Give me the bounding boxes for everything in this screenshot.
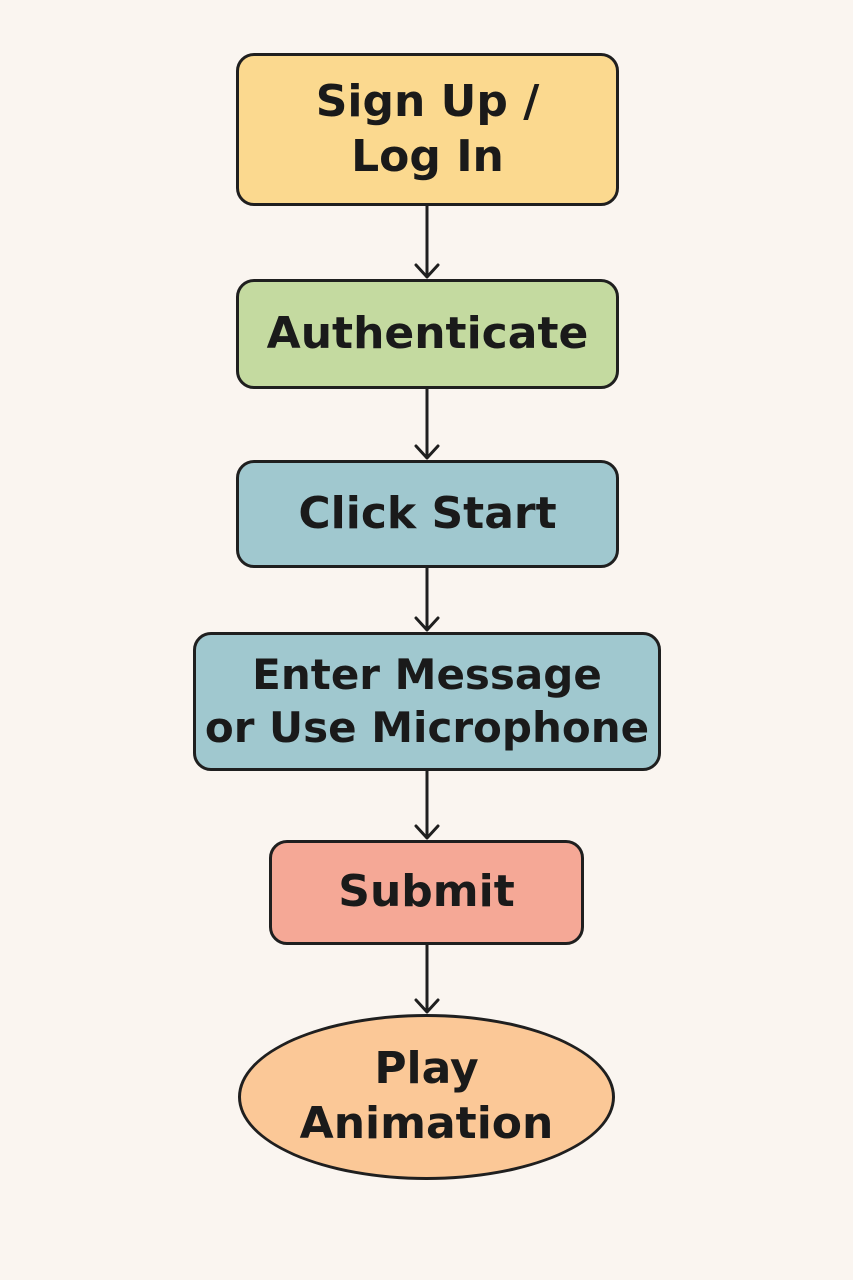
step-label-line: Authenticate — [266, 307, 589, 359]
step-click-start-label: Click Start — [298, 487, 556, 542]
arrow-authenticate-to-click_start — [414, 389, 440, 460]
arrow-click_start-to-enter_message — [414, 568, 440, 632]
step-label-line: or Use Microphone — [204, 702, 650, 752]
step-enter-message-label: Enter Message or Use Microphone — [205, 649, 649, 753]
step-submit-label: Submit — [338, 865, 514, 920]
step-authenticate: Authenticate — [236, 279, 619, 389]
step-enter-message: Enter Message or Use Microphone — [193, 632, 661, 771]
step-play-animation: Play Animation — [238, 1014, 615, 1180]
step-click-start: Click Start — [236, 460, 619, 568]
step-label-line: Enter Message — [252, 650, 602, 700]
arrow-enter_message-to-submit — [414, 771, 440, 840]
step-sign-up-log-in-label: Sign Up / Log In — [316, 75, 540, 184]
step-submit: Submit — [269, 840, 584, 945]
arrow-submit-to-play_animation — [414, 945, 440, 1014]
step-play-animation-label: Play Animation — [300, 1042, 554, 1151]
step-label-line: Play — [374, 1043, 479, 1095]
arrow-signup-to-authenticate — [414, 206, 440, 279]
step-label-line: Log In — [351, 130, 504, 182]
step-authenticate-label: Authenticate — [267, 307, 589, 362]
step-label-line: Animation — [299, 1098, 554, 1149]
step-sign-up-log-in: Sign Up / Log In — [236, 53, 619, 206]
step-label-line: Sign Up / — [315, 75, 540, 127]
step-label-line: Click Start — [298, 487, 557, 539]
step-label-line: Submit — [338, 866, 515, 918]
